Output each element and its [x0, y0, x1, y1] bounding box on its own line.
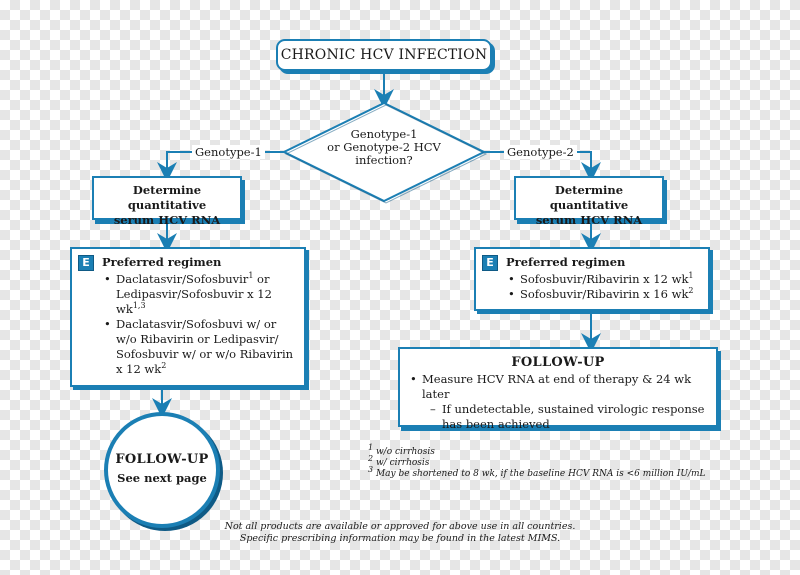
footnote-1: 1 w/o cirrhosis [368, 443, 435, 458]
determine-rna-box-left: Determine quantitative serum HCV RNA [92, 176, 242, 227]
rna-line1: Determine quantitative [127, 183, 207, 212]
chart-title: CHRONIC HCV INFECTION [280, 47, 488, 63]
footnotes: 1 w/o cirrhosis 2 w/ cirrhosis 3 May be … [368, 443, 706, 480]
rna-line1: Determine quantitative [549, 183, 629, 212]
decision-line3: infection? [355, 153, 413, 167]
regimen-item: Daclatasvir/Sofosbuvi w/ or w/o Ribaviri… [104, 317, 296, 377]
footnote-2: 2 w/ cirrhosis [368, 454, 430, 469]
follow-up-sub-item: If undetectable, sustained virologic res… [430, 402, 708, 432]
branch-label-genotype-2: Genotype-2 [504, 145, 577, 159]
rna-line2: serum HCV RNA [535, 213, 643, 227]
follow-up-bullet: Measure HCV RNA at end of therapy & 24 w… [410, 372, 708, 402]
rna-line2: serum HCV RNA [113, 213, 221, 227]
decision-line1: Genotype-1 [350, 127, 418, 141]
regimen-item: Sofosbuvir/Ribavirin x 12 wk1 [508, 272, 700, 287]
regimen-item: Sofosbuvir/Ribavirin x 16 wk2 [508, 287, 700, 302]
decision-text: Genotype-1 or Genotype-2 HCV infection? [310, 128, 458, 167]
follow-up-circle-heading: FOLLOW-UP [115, 452, 209, 467]
disclaimer: Not all products are available or approv… [180, 521, 620, 545]
chronic-hcv-title-box: CHRONIC HCV INFECTION [276, 39, 492, 71]
preferred-regimen-genotype-2: E Preferred regimen Sofosbuvir/Ribavirin… [474, 247, 710, 311]
regimen-title: Preferred regimen [506, 255, 626, 269]
decision-line2: or Genotype-2 HCV [327, 140, 441, 154]
follow-up-circle-link-text: See next page [117, 471, 207, 485]
branch-label-genotype-1: Genotype-1 [192, 145, 265, 159]
follow-up-box-genotype-2: FOLLOW-UP Measure HCV RNA at end of ther… [398, 347, 718, 431]
regimen-item: Daclatasvir/Sofosbuvir1 or Ledipasvir/So… [104, 272, 296, 317]
preferred-regimen-genotype-1: E Preferred regimen Daclatasvir/Sofosbuv… [70, 247, 306, 387]
decision-diamond [281, 101, 487, 203]
regimen-title: Preferred regimen [102, 255, 222, 269]
disclaimer-line1: Not all products are available or approv… [224, 521, 576, 532]
follow-up-heading: FOLLOW-UP [511, 355, 605, 370]
footnote-3: 3 May be shortened to 8 wk, if the basel… [368, 465, 706, 480]
determine-rna-box-right: Determine quantitative serum HCV RNA [514, 176, 664, 227]
evidence-badge-icon: E [482, 255, 498, 271]
disclaimer-line2: Specific prescribing information may be … [239, 533, 561, 544]
follow-up-circle-genotype-1: FOLLOW-UP See next page [104, 412, 220, 528]
evidence-badge-icon: E [78, 255, 94, 271]
